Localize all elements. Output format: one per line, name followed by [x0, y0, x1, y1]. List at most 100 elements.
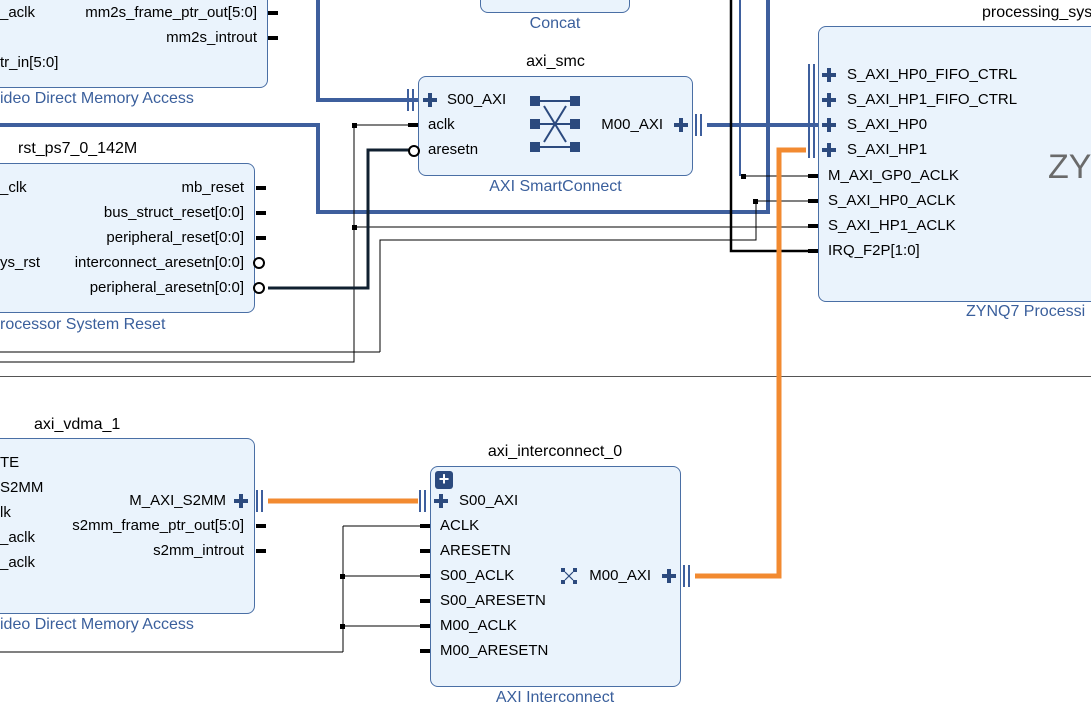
- axi-smc-port-aresetn: aresetn: [428, 141, 479, 158]
- axi-smc-port-aclk: aclk: [428, 116, 455, 133]
- interconnect-port-m00-aresetn: M00_ARESETN: [440, 642, 549, 659]
- vdma1-pin[interactable]: [256, 524, 266, 528]
- vdma1-port-left-1: S2MM: [0, 479, 44, 496]
- interconnect-pin[interactable]: [420, 649, 430, 653]
- ps-port-hp0-aclk: S_AXI_HP0_ACLK: [828, 192, 956, 209]
- net-vdma-to-smc: [316, 0, 418, 102]
- rst-port-bus-struct-reset: bus_struct_reset[0:0]: [103, 204, 244, 221]
- vdma0-port-mm2s-frame-ptr-out: mm2s_frame_ptr_out[5:0]: [85, 4, 257, 21]
- rst-port-clk: _clk: [0, 179, 27, 196]
- interconnect-subtitle: AXI Interconnect: [495, 689, 615, 706]
- rst-reset-pin[interactable]: [253, 282, 265, 294]
- concat-block[interactable]: [480, 0, 630, 13]
- ps-port-hp1: S_AXI_HP1: [847, 141, 928, 158]
- rst-block[interactable]: [0, 163, 255, 313]
- rst-name: rst_ps7_0_142M: [18, 140, 138, 157]
- vdma1-subtitle: ideo Direct Memory Access: [0, 616, 194, 633]
- vdma1-port-left-4: _aclk: [0, 554, 36, 571]
- interconnect-port-s00-axi: S00_AXI: [459, 492, 519, 509]
- rst-port-ext-reset: ys_rst: [0, 254, 41, 271]
- vdma1-name: axi_vdma_1: [34, 416, 121, 433]
- axi-smc-port-m00-axi: M00_AXI: [601, 116, 663, 133]
- vdma1-port-left-2: lk: [0, 504, 11, 521]
- vdma0-pin[interactable]: [268, 36, 278, 40]
- ps-port-gp0-aclk: M_AXI_GP0_ACLK: [828, 167, 959, 184]
- vdma0-subtitle: ideo Direct Memory Access: [0, 90, 194, 107]
- vdma0-port-mm2s-introut: mm2s_introut: [166, 29, 257, 46]
- rst-pin[interactable]: [256, 211, 266, 215]
- bus-plus-icon[interactable]: [423, 93, 437, 107]
- bus-plus-icon[interactable]: [662, 569, 676, 583]
- bus-connector-icon[interactable]: [418, 490, 428, 512]
- interconnect-pin[interactable]: [420, 524, 430, 528]
- axi-smc-name: axi_smc: [526, 53, 585, 70]
- bus-plus-icon[interactable]: [674, 118, 688, 132]
- vdma1-port-left-0: TE: [0, 454, 20, 471]
- zynq-logo-text: ZYN: [1048, 148, 1091, 186]
- vdma1-block[interactable]: [0, 438, 255, 614]
- rst-subtitle: rocessor System Reset: [0, 316, 166, 333]
- bus-plus-icon[interactable]: [234, 494, 248, 508]
- interconnect-port-s00-aresetn: S00_ARESETN: [440, 592, 546, 609]
- processing-system-name: processing_sys: [982, 4, 1091, 21]
- bus-connector-icon[interactable]: [682, 565, 694, 587]
- ps-port-hp1-fifo-ctrl: S_AXI_HP1_FIFO_CTRL: [847, 91, 1018, 108]
- rst-reset-pin[interactable]: [253, 257, 265, 269]
- bus-plus-icon[interactable]: [434, 494, 448, 508]
- interconnect-pin[interactable]: [420, 549, 430, 553]
- interconnect-port-aclk: ACLK: [440, 517, 480, 534]
- rst-port-mb-reset: mb_reset: [181, 179, 244, 196]
- interconnect-port-aresetn: ARESETN: [440, 542, 511, 559]
- expand-icon[interactable]: +: [435, 470, 453, 489]
- bus-connector-icon[interactable]: [806, 64, 818, 158]
- bus-plus-icon[interactable]: [822, 93, 836, 107]
- junction-dots: [340, 123, 758, 629]
- bus-connector-icon[interactable]: [694, 114, 706, 136]
- processing-system-subtitle: ZYNQ7 Processi: [966, 303, 1086, 320]
- interconnect-pin[interactable]: [420, 599, 430, 603]
- highlighted-nets: [268, 147, 806, 579]
- net-aclk-2: [379, 200, 808, 352]
- ps-pin[interactable]: [808, 249, 818, 253]
- axi-smc-reset-pin[interactable]: [408, 145, 420, 157]
- bus-connector-icon[interactable]: [406, 89, 416, 111]
- ps-port-hp1-aclk: S_AXI_HP1_ACLK: [828, 217, 956, 234]
- interconnect-port-m00-aclk: M00_ACLK: [440, 617, 517, 634]
- ps-port-irq-f2p: IRQ_F2P[1:0]: [828, 242, 920, 259]
- rst-port-peripheral-reset: peripheral_reset[0:0]: [106, 229, 244, 246]
- crossbar-icon: [530, 96, 580, 152]
- interconnect-pin[interactable]: [420, 574, 430, 578]
- bus-plus-icon[interactable]: [822, 118, 836, 132]
- bus-plus-icon[interactable]: [822, 68, 836, 82]
- ps-port-hp0: S_AXI_HP0: [847, 116, 928, 133]
- vdma1-port-left-3: _aclk: [0, 529, 36, 546]
- interconnect-pin[interactable]: [420, 624, 430, 628]
- vdma1-port-s2mm-introut: s2mm_introut: [153, 542, 244, 559]
- axi-smc-port-s00-axi: S00_AXI: [447, 91, 507, 108]
- rst-port-interconnect-aresetn: interconnect_aresetn[0:0]: [74, 254, 244, 271]
- vdma0-pin[interactable]: [268, 11, 278, 15]
- ps-pin[interactable]: [808, 174, 818, 178]
- processing-system-block[interactable]: [818, 26, 1091, 302]
- axi-bus-nets: [0, 0, 818, 214]
- vdma0-block[interactable]: [0, 0, 268, 88]
- vdma1-pin[interactable]: [256, 549, 266, 553]
- interconnect-block[interactable]: [430, 466, 681, 687]
- net-long-bus: [0, 0, 770, 214]
- mini-crossbar-icon: [561, 568, 577, 584]
- rst-pin[interactable]: [256, 236, 266, 240]
- bus-plus-icon[interactable]: [822, 143, 836, 157]
- vdma0-port-ptr-in: tr_in[5:0]: [0, 54, 59, 71]
- ps-pin[interactable]: [808, 224, 818, 228]
- rst-pin[interactable]: [256, 186, 266, 190]
- net-aclk: [0, 124, 418, 363]
- vdma1-port-s2mm-frame-ptr-out: s2mm_frame_ptr_out[5:0]: [72, 517, 244, 534]
- net-ic-to-hp1: [695, 147, 806, 579]
- axi-smc-pin[interactable]: [408, 123, 418, 127]
- ps-pin[interactable]: [808, 199, 818, 203]
- bus-connector-icon[interactable]: [255, 490, 267, 512]
- vdma0-port-aclk: _aclk: [0, 4, 36, 21]
- axi-smc-subtitle: AXI SmartConnect: [489, 178, 622, 195]
- interconnect-port-m00-axi: M00_AXI: [589, 567, 651, 584]
